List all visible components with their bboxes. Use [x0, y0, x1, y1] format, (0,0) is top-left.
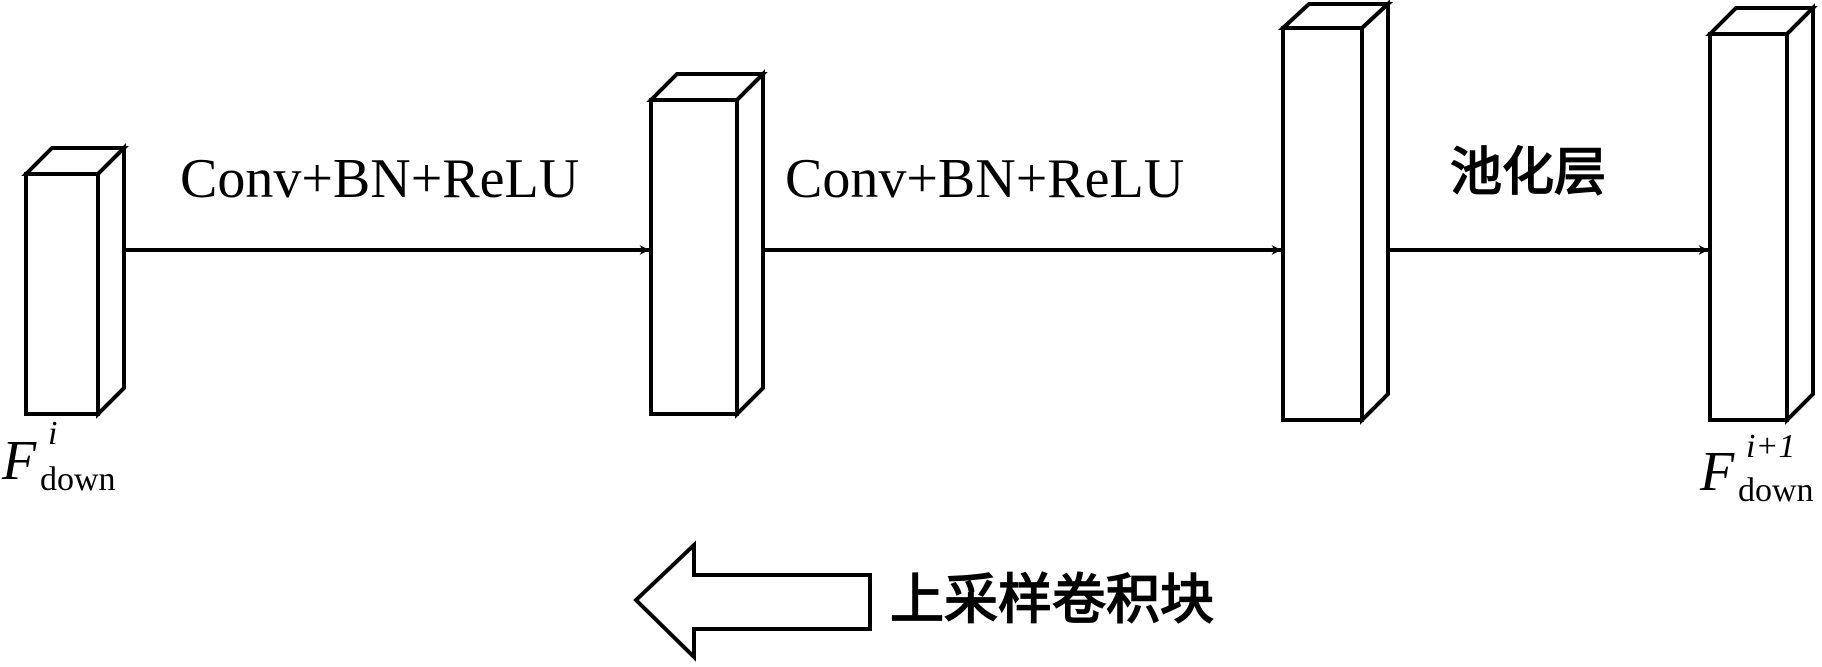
feature-block-2: [646, 69, 768, 419]
feature-block-1: [21, 143, 129, 419]
input-feature-subscript: down: [40, 461, 116, 498]
output-feature-label: F i+1 down: [1700, 430, 1822, 514]
input-feature-superscript: i: [48, 415, 58, 452]
feature-block-4: [1705, 3, 1818, 425]
output-feature-symbol: F: [1700, 441, 1735, 503]
output-feature-superscript: i+1: [1746, 428, 1796, 465]
legend-label: 上采样卷积块: [890, 568, 1214, 631]
output-feature-subscript: down: [1738, 472, 1814, 509]
legend-arrow: [633, 540, 872, 662]
op-label-1: Conv+BN+ReLU: [180, 148, 580, 210]
op-label-2: Conv+BN+ReLU: [785, 148, 1185, 210]
input-feature-symbol: F: [2, 430, 37, 492]
feature-block-3: [1277, 0, 1394, 425]
op-label-3: 池化层: [1450, 143, 1607, 203]
input-feature-label: F i down: [2, 417, 122, 503]
